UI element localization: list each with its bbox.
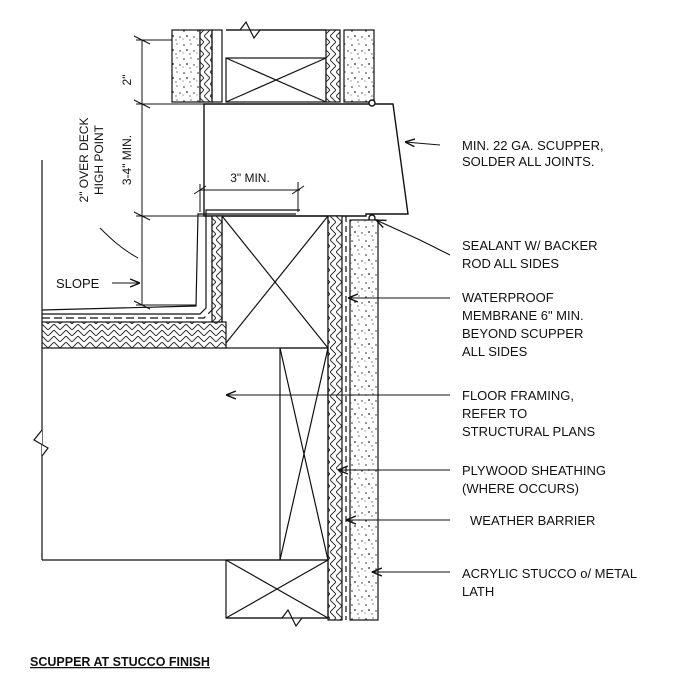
svg-text:LATH: LATH bbox=[462, 584, 494, 599]
svg-text:FLOOR FRAMING,: FLOOR FRAMING, bbox=[462, 388, 574, 403]
backer-rod-top bbox=[368, 99, 376, 107]
svg-text:(WHERE OCCURS): (WHERE OCCURS) bbox=[462, 481, 579, 496]
svg-text:WEATHER BARRIER: WEATHER BARRIER bbox=[470, 513, 595, 528]
dim-over-deck-2: HIGH POINT bbox=[92, 124, 106, 195]
dim-over-deck-1: 2" OVER DECK bbox=[77, 118, 91, 203]
svg-text:REFER TO: REFER TO bbox=[462, 406, 527, 421]
detail-title: SCUPPER AT STUCCO FINISH bbox=[30, 655, 210, 669]
svg-text:MIN. 22 GA. SCUPPER,: MIN. 22 GA. SCUPPER, bbox=[462, 138, 604, 153]
callout-membrane: WATERPROOF MEMBRANE 6" MIN. BEYOND SCUPP… bbox=[462, 290, 584, 359]
callout-barrier: WEATHER BARRIER bbox=[470, 513, 595, 528]
callout-scupper: MIN. 22 GA. SCUPPER, SOLDER ALL JOINTS. bbox=[462, 138, 604, 169]
leader-arrows bbox=[112, 142, 451, 572]
svg-text:STRUCTURAL PLANS: STRUCTURAL PLANS bbox=[462, 424, 595, 439]
svg-text:ROD ALL SIDES: ROD ALL SIDES bbox=[462, 256, 559, 271]
callout-framing: FLOOR FRAMING, REFER TO STRUCTURAL PLANS bbox=[462, 388, 595, 439]
scupper-box bbox=[203, 99, 409, 222]
dim-3-min: 3" MIN. bbox=[230, 171, 270, 185]
dimension-lines bbox=[99, 35, 305, 310]
svg-text:ACRYLIC STUCCO o/ METAL: ACRYLIC STUCCO o/ METAL bbox=[462, 566, 637, 581]
callout-stucco: ACRYLIC STUCCO o/ METAL LATH bbox=[462, 566, 637, 599]
dim-2-inch: 2" bbox=[120, 75, 134, 86]
svg-text:WATERPROOF: WATERPROOF bbox=[462, 290, 554, 305]
wall-assembly-upper bbox=[171, 20, 375, 103]
leader-sealant bbox=[376, 220, 451, 256]
svg-text:ALL SIDES: ALL SIDES bbox=[462, 344, 528, 359]
dim-3-4-min: 3-4" MIN. bbox=[120, 135, 134, 185]
svg-text:BEYOND SCUPPER: BEYOND SCUPPER bbox=[462, 326, 583, 341]
svg-text:SEALANT W/ BACKER: SEALANT W/ BACKER bbox=[462, 238, 598, 253]
svg-text:PLYWOOD SHEATHING: PLYWOOD SHEATHING bbox=[462, 463, 606, 478]
callout-plywood: PLYWOOD SHEATHING (WHERE OCCURS) bbox=[462, 463, 606, 496]
slope-label: SLOPE bbox=[56, 276, 100, 291]
deck-assembly bbox=[33, 160, 300, 561]
leader-scupper bbox=[405, 142, 441, 145]
wall-assembly-lower bbox=[221, 215, 379, 628]
svg-text:SOLDER ALL JOINTS.: SOLDER ALL JOINTS. bbox=[462, 154, 594, 169]
svg-text:MEMBRANE 6" MIN.: MEMBRANE 6" MIN. bbox=[462, 308, 584, 323]
callout-sealant: SEALANT W/ BACKER ROD ALL SIDES bbox=[462, 238, 598, 271]
